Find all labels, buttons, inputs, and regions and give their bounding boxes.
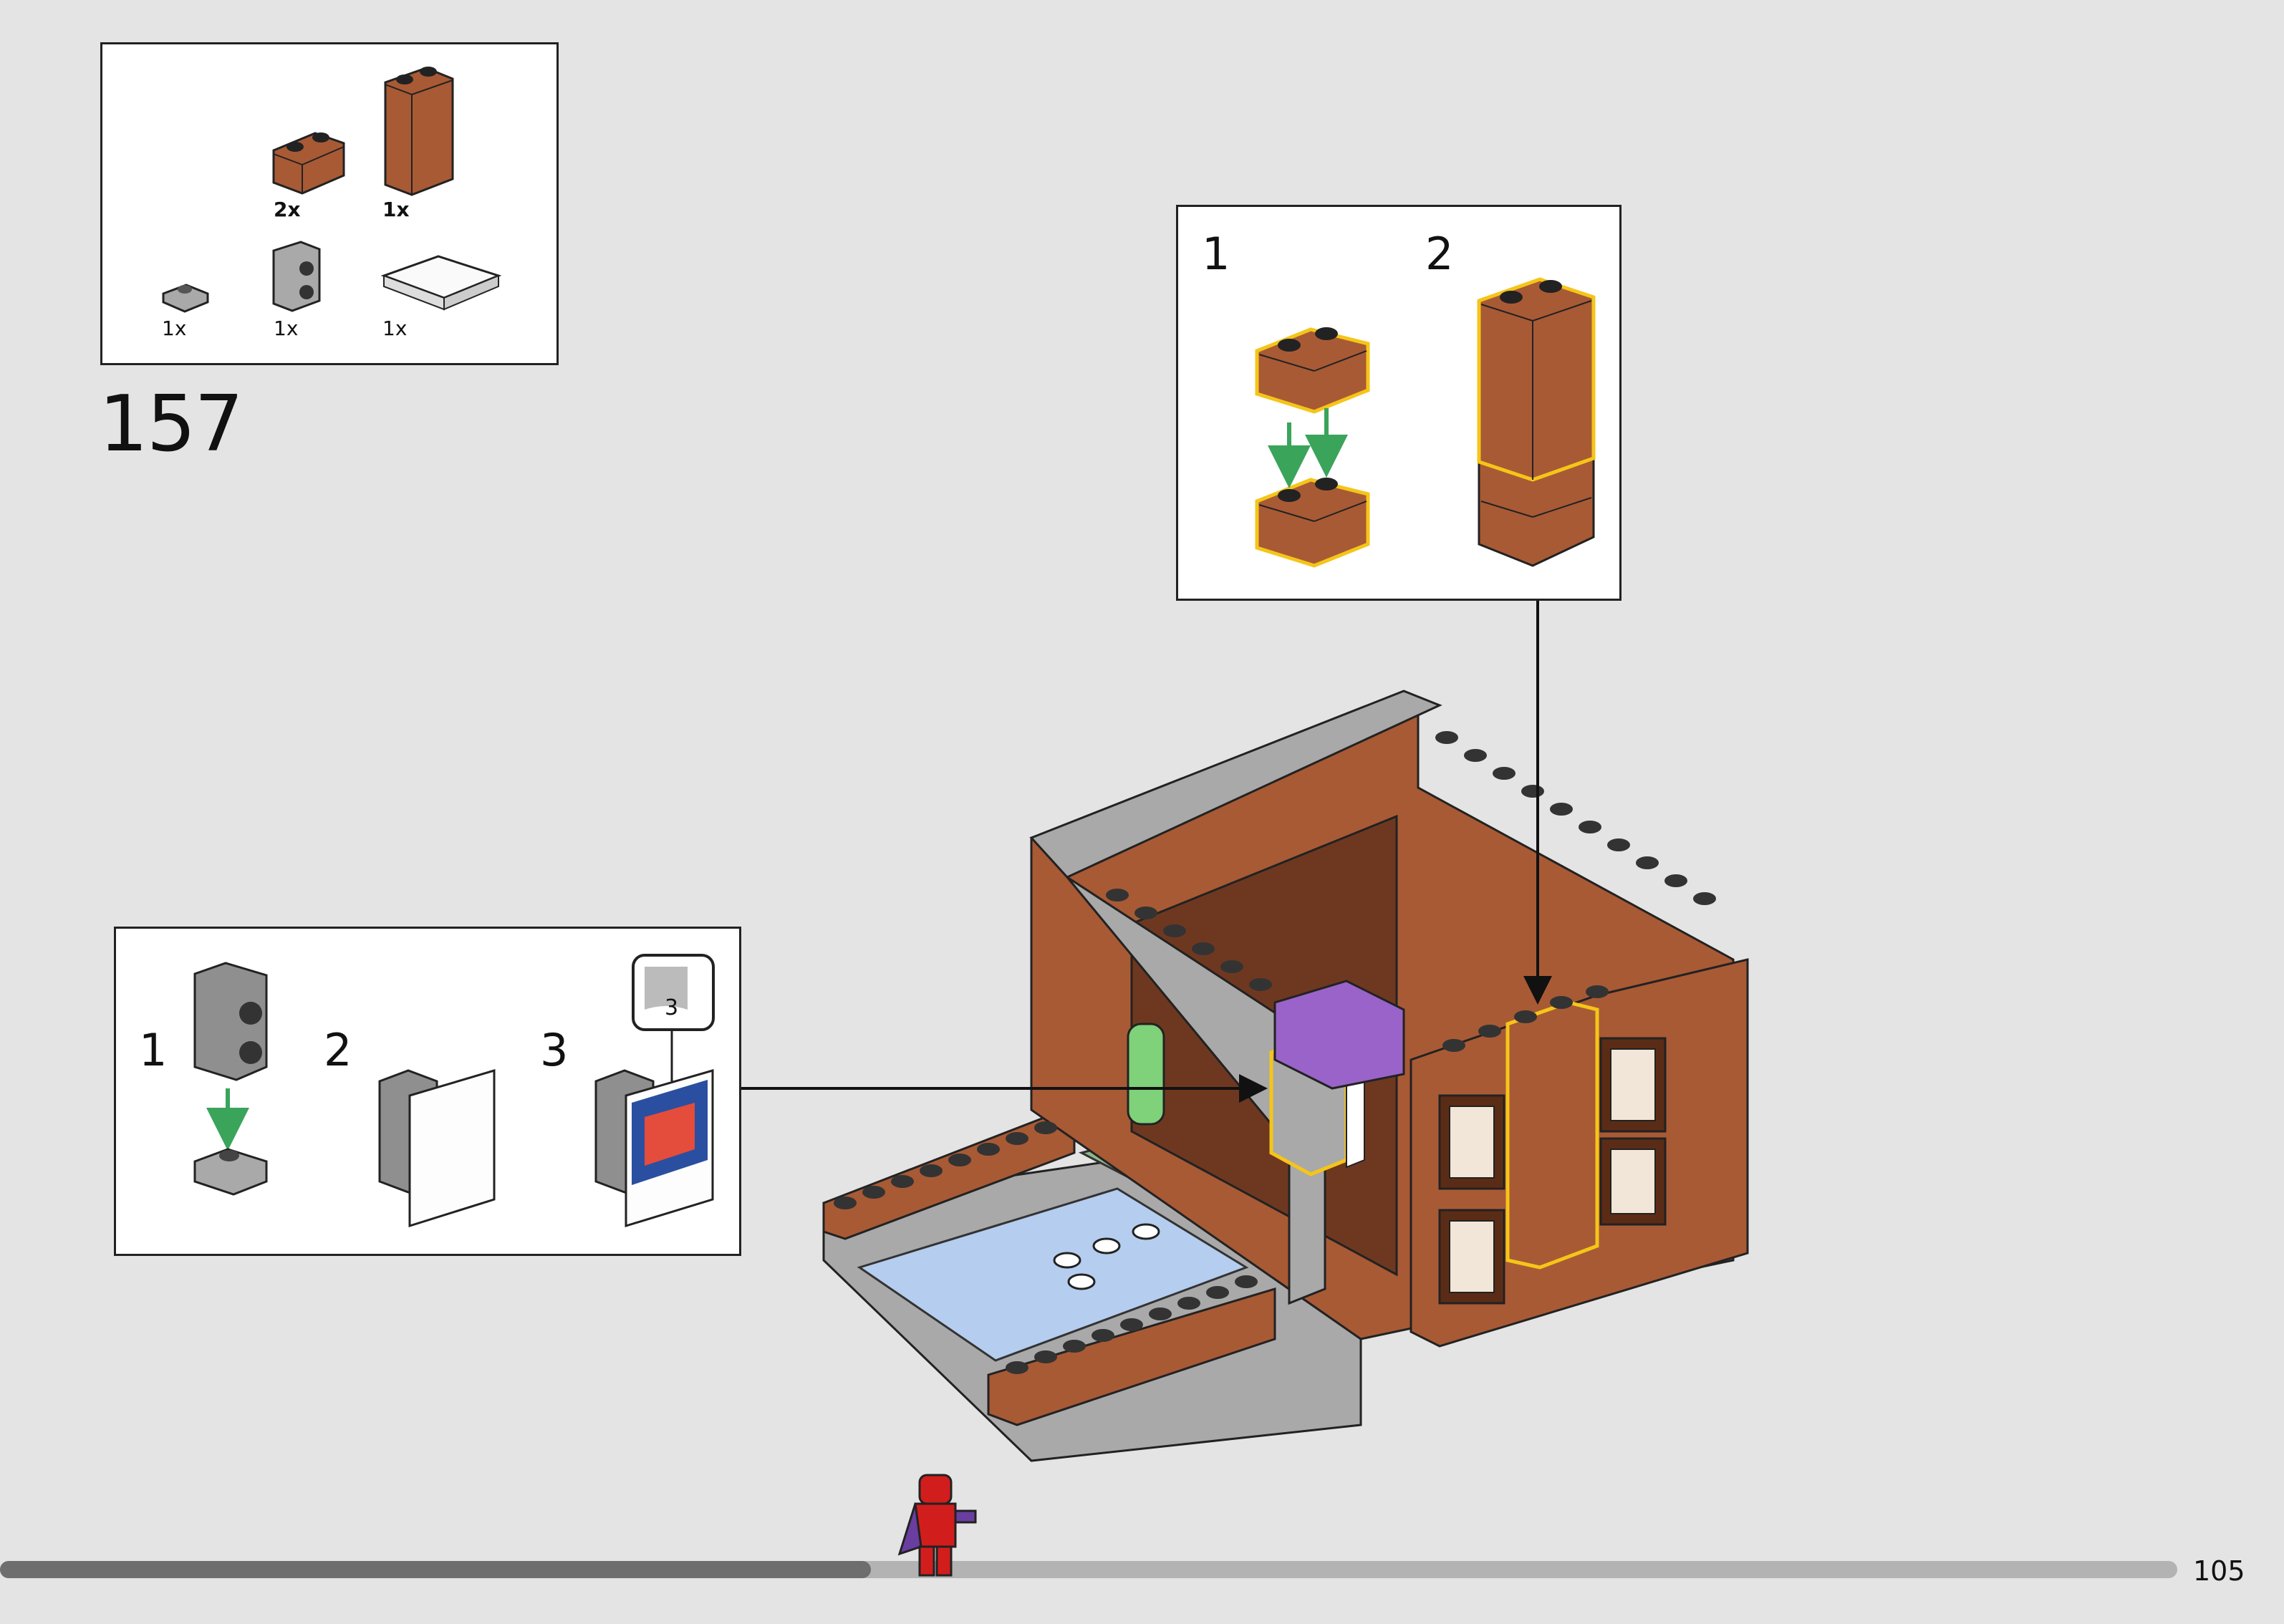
sub-step-3-label: 3 bbox=[540, 1024, 569, 1076]
sub-step-1-bricks bbox=[1255, 327, 1370, 568]
part-tile-2x3 bbox=[380, 255, 502, 311]
parts-list-box bbox=[100, 42, 559, 365]
step-number: 157 bbox=[99, 380, 244, 469]
progress-fill bbox=[0, 1561, 871, 1578]
part-plate-1x1 bbox=[162, 284, 209, 313]
minifigure-runner-icon bbox=[897, 1474, 977, 1577]
sticker-number: 3 bbox=[665, 995, 679, 1020]
part-qty-2: 1x bbox=[382, 198, 410, 221]
main-model bbox=[822, 690, 1749, 1462]
left-sub-step-3 bbox=[594, 954, 715, 1228]
part-qty-3: 1x bbox=[162, 316, 187, 340]
part-qty-5: 1x bbox=[382, 316, 408, 340]
sub-step-2-label: 2 bbox=[1425, 228, 1454, 280]
part-brick-1x1-studs-on-side bbox=[272, 241, 321, 312]
sub-step-2-column bbox=[1477, 277, 1596, 567]
sub-step-1-label: 1 bbox=[1202, 228, 1230, 280]
left-sub-step-2 bbox=[378, 1068, 496, 1228]
sub-step-2-label: 2 bbox=[324, 1024, 352, 1076]
part-qty-1: 2x bbox=[274, 198, 301, 221]
page-number: 105 bbox=[2193, 1555, 2245, 1587]
part-brick-1x2-masonry bbox=[272, 132, 345, 195]
left-sub-step-1 bbox=[193, 962, 268, 1196]
sub-step-1-label: 1 bbox=[139, 1024, 168, 1076]
part-brick-1x1x3 bbox=[384, 67, 454, 196]
part-qty-4: 1x bbox=[274, 316, 299, 340]
